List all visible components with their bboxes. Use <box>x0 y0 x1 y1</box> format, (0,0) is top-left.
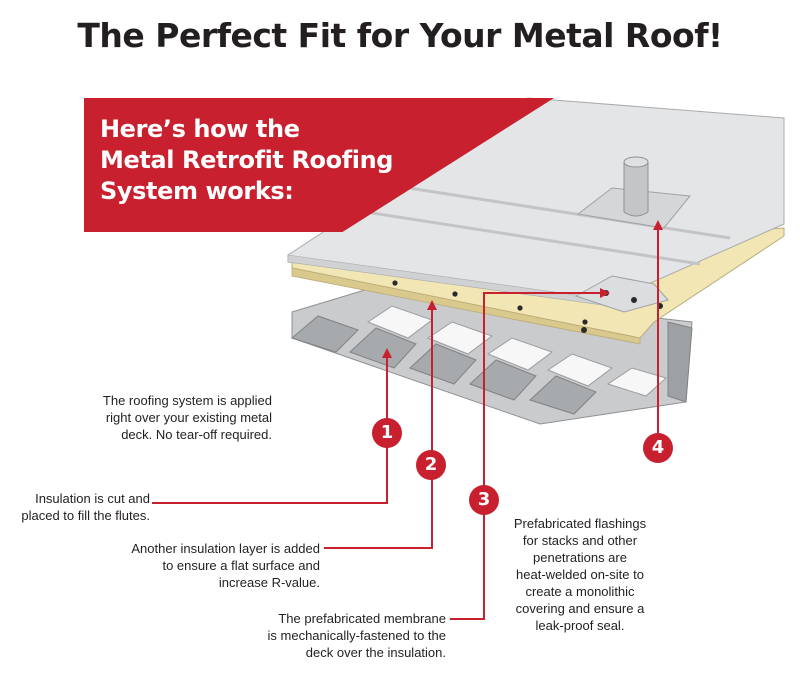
callout-line: leak-proof seal. <box>535 618 625 633</box>
stack-flashing <box>576 156 691 229</box>
callout-line: The roofing system is applied <box>102 393 272 408</box>
callout-arrowheads <box>382 220 663 358</box>
callout-line: to ensure a flat surface and <box>162 558 320 573</box>
callout-line: deck. No tear-off required. <box>121 427 272 442</box>
banner-line: Here’s how the <box>100 115 300 143</box>
banner-line: Metal Retrofit Roofing <box>100 146 394 174</box>
callout-line: Another insulation layer is added <box>131 541 320 556</box>
callout-line: is mechanically-fastened to the <box>267 628 446 643</box>
callout-line: Insulation is cut and <box>35 491 150 506</box>
callout-line: right over your existing metal <box>105 410 272 425</box>
callout-line: increase R-value. <box>218 575 320 590</box>
callout-lines <box>152 228 659 620</box>
step-1-callout: Insulation is cut and placed to fill the… <box>10 490 150 524</box>
intro-callout: The roofing system is applied right over… <box>70 392 272 443</box>
callout-line: heat-welded on-site to <box>516 567 644 582</box>
callout-line: for stacks and other <box>522 533 638 548</box>
page-title: The Perfect Fit for Your Metal Roof! <box>77 16 723 55</box>
step-3-callout: The prefabricated membrane is mechanical… <box>236 610 446 661</box>
banner-line: System works: <box>100 177 294 205</box>
step-4-badge: 4 <box>643 433 673 463</box>
step-4-callout: Prefabricated flashings for stacks and o… <box>500 515 660 634</box>
banner-heading: Here’s how the Metal Retrofit Roofing Sy… <box>100 114 420 207</box>
callout-line: penetrations are <box>533 550 627 565</box>
callout-line: deck over the insulation. <box>305 645 446 660</box>
step-2-badge: 2 <box>416 450 446 480</box>
callout-line: create a monolithic <box>525 584 635 599</box>
step-2-callout: Another insulation layer is added to ens… <box>100 540 320 591</box>
callout-line: placed to fill the flutes. <box>21 508 150 523</box>
step-1-badge: 1 <box>372 418 402 448</box>
callout-line: The prefabricated membrane <box>278 611 446 626</box>
step-3-badge: 3 <box>469 485 499 515</box>
callout-line: covering and ensure a <box>515 601 645 616</box>
callout-line: Prefabricated flashings <box>513 516 647 531</box>
